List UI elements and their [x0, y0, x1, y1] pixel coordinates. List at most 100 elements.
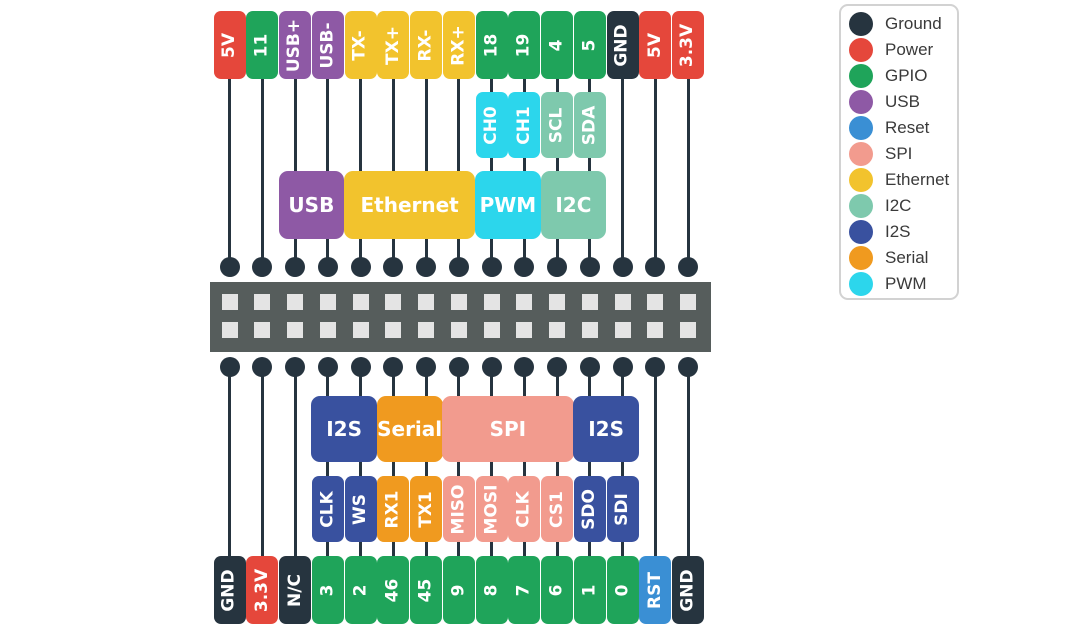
pin-dot-top — [481, 257, 502, 277]
top-pin-label: USB+ — [279, 11, 311, 79]
bottom-function-label: MISO — [442, 476, 475, 542]
pin-dot-top — [416, 257, 436, 277]
header-socket — [254, 294, 271, 310]
legend-item: USB — [849, 90, 920, 114]
pin-dot-bottom — [579, 357, 600, 377]
label-text: 1 — [579, 584, 600, 596]
pin-dot-top — [645, 257, 666, 277]
pin-line-bottom — [490, 368, 493, 578]
bottom-pin-label: 46 — [377, 556, 410, 624]
legend-label: SPI — [885, 144, 913, 163]
legend-label: Serial — [885, 248, 929, 267]
pin-dot-bottom — [285, 357, 305, 377]
legend-label: GPIO — [885, 66, 928, 85]
top-function-group: Ethernet — [344, 171, 476, 239]
pin-line-bottom — [588, 368, 592, 578]
bottom-function-label: CLK — [311, 476, 344, 542]
label-text: 18 — [480, 33, 501, 57]
legend-swatch — [849, 246, 873, 270]
label-text: 6 — [546, 584, 567, 596]
top-pin-label: RX- — [410, 11, 442, 79]
header-socket — [221, 294, 238, 310]
top-pin-label: 11 — [246, 11, 279, 79]
label-text: 3 — [317, 584, 338, 596]
header-socket — [614, 294, 631, 310]
legend-swatch — [849, 116, 873, 140]
legend-swatch — [849, 272, 873, 296]
top-pin-label: 5 — [573, 11, 606, 79]
label-text: 3.3V — [677, 23, 698, 67]
label-text: GND — [677, 568, 698, 612]
pin-dot-bottom — [350, 357, 371, 377]
pin-dot-bottom — [514, 357, 535, 377]
pin-line-bottom — [359, 368, 362, 578]
top-function-label: SCL — [541, 92, 573, 158]
top-function-group: PWM — [475, 171, 541, 239]
pin-dot-bottom — [416, 357, 436, 377]
top-function-group: USB — [278, 171, 345, 239]
pin-line-top — [260, 60, 264, 268]
label-text: WS — [350, 493, 370, 525]
pin-dot-top — [678, 257, 698, 277]
header-socket — [385, 322, 402, 338]
pin-line-top — [588, 60, 592, 268]
bottom-function-group: I2S — [311, 396, 377, 462]
pin-dot-top — [612, 257, 633, 277]
label-text: 7 — [513, 584, 534, 596]
legend-swatch — [849, 90, 873, 114]
label-text: RX- — [415, 29, 436, 61]
label-text: 5V — [219, 32, 239, 58]
legend-label: Reset — [885, 118, 930, 137]
label-text: GND — [612, 23, 633, 67]
header-socket — [418, 294, 434, 310]
pin-dot-bottom — [481, 357, 502, 377]
pin-line-bottom — [391, 368, 395, 578]
header-socket — [483, 294, 500, 310]
label-text: 5 — [579, 39, 600, 51]
bottom-pin-label: 45 — [410, 556, 442, 624]
top-pin-label: 4 — [541, 11, 573, 79]
header-socket — [647, 322, 664, 338]
header-socket — [483, 322, 500, 338]
pin-line-top — [359, 60, 362, 268]
label-text: RST — [644, 571, 665, 609]
bottom-function-group: SPI — [442, 396, 574, 462]
label-text: 9 — [448, 584, 469, 596]
pin-dot-bottom — [383, 357, 404, 377]
header-socket — [647, 294, 664, 310]
bottom-function-label: CLK — [508, 476, 541, 542]
pin-dot-bottom — [645, 357, 666, 377]
pin-line-bottom — [424, 368, 428, 578]
pin-dot-top — [547, 257, 567, 277]
header-socket — [221, 322, 238, 338]
legend-item: GPIO — [849, 64, 928, 88]
legend-label: Power — [885, 40, 934, 59]
legend-label: USB — [885, 92, 920, 111]
bottom-function-group: Serial — [376, 396, 443, 462]
pin-line-bottom — [686, 368, 690, 578]
label-text: RX1 — [382, 489, 403, 529]
bottom-pin-label: 3.3V — [246, 556, 279, 624]
label-text: TX- — [350, 29, 370, 61]
bottom-pin-label: GND — [213, 556, 246, 624]
label-text: SCL — [546, 107, 567, 143]
top-pin-label: TX- — [344, 11, 377, 79]
label-text: N/C — [284, 573, 305, 607]
pin-line-top — [326, 60, 330, 268]
label-text: SDO — [579, 488, 600, 530]
legend-swatch — [849, 64, 873, 88]
pin-dot-top — [252, 257, 273, 277]
pin-line-bottom — [293, 368, 297, 578]
pin-line-top — [686, 60, 690, 268]
top-pin-label: 18 — [475, 11, 508, 79]
header-socket — [614, 322, 631, 338]
legend-swatch — [849, 168, 873, 192]
pin-dot-bottom — [547, 357, 567, 377]
label-text: 0 — [612, 584, 632, 596]
bottom-function-label: RX1 — [377, 476, 410, 542]
legend-swatch — [849, 194, 873, 218]
header-socket — [516, 294, 533, 310]
label-text: TX1 — [415, 490, 436, 528]
pin-dot-bottom — [317, 357, 338, 377]
label-text: CS1 — [546, 490, 567, 528]
